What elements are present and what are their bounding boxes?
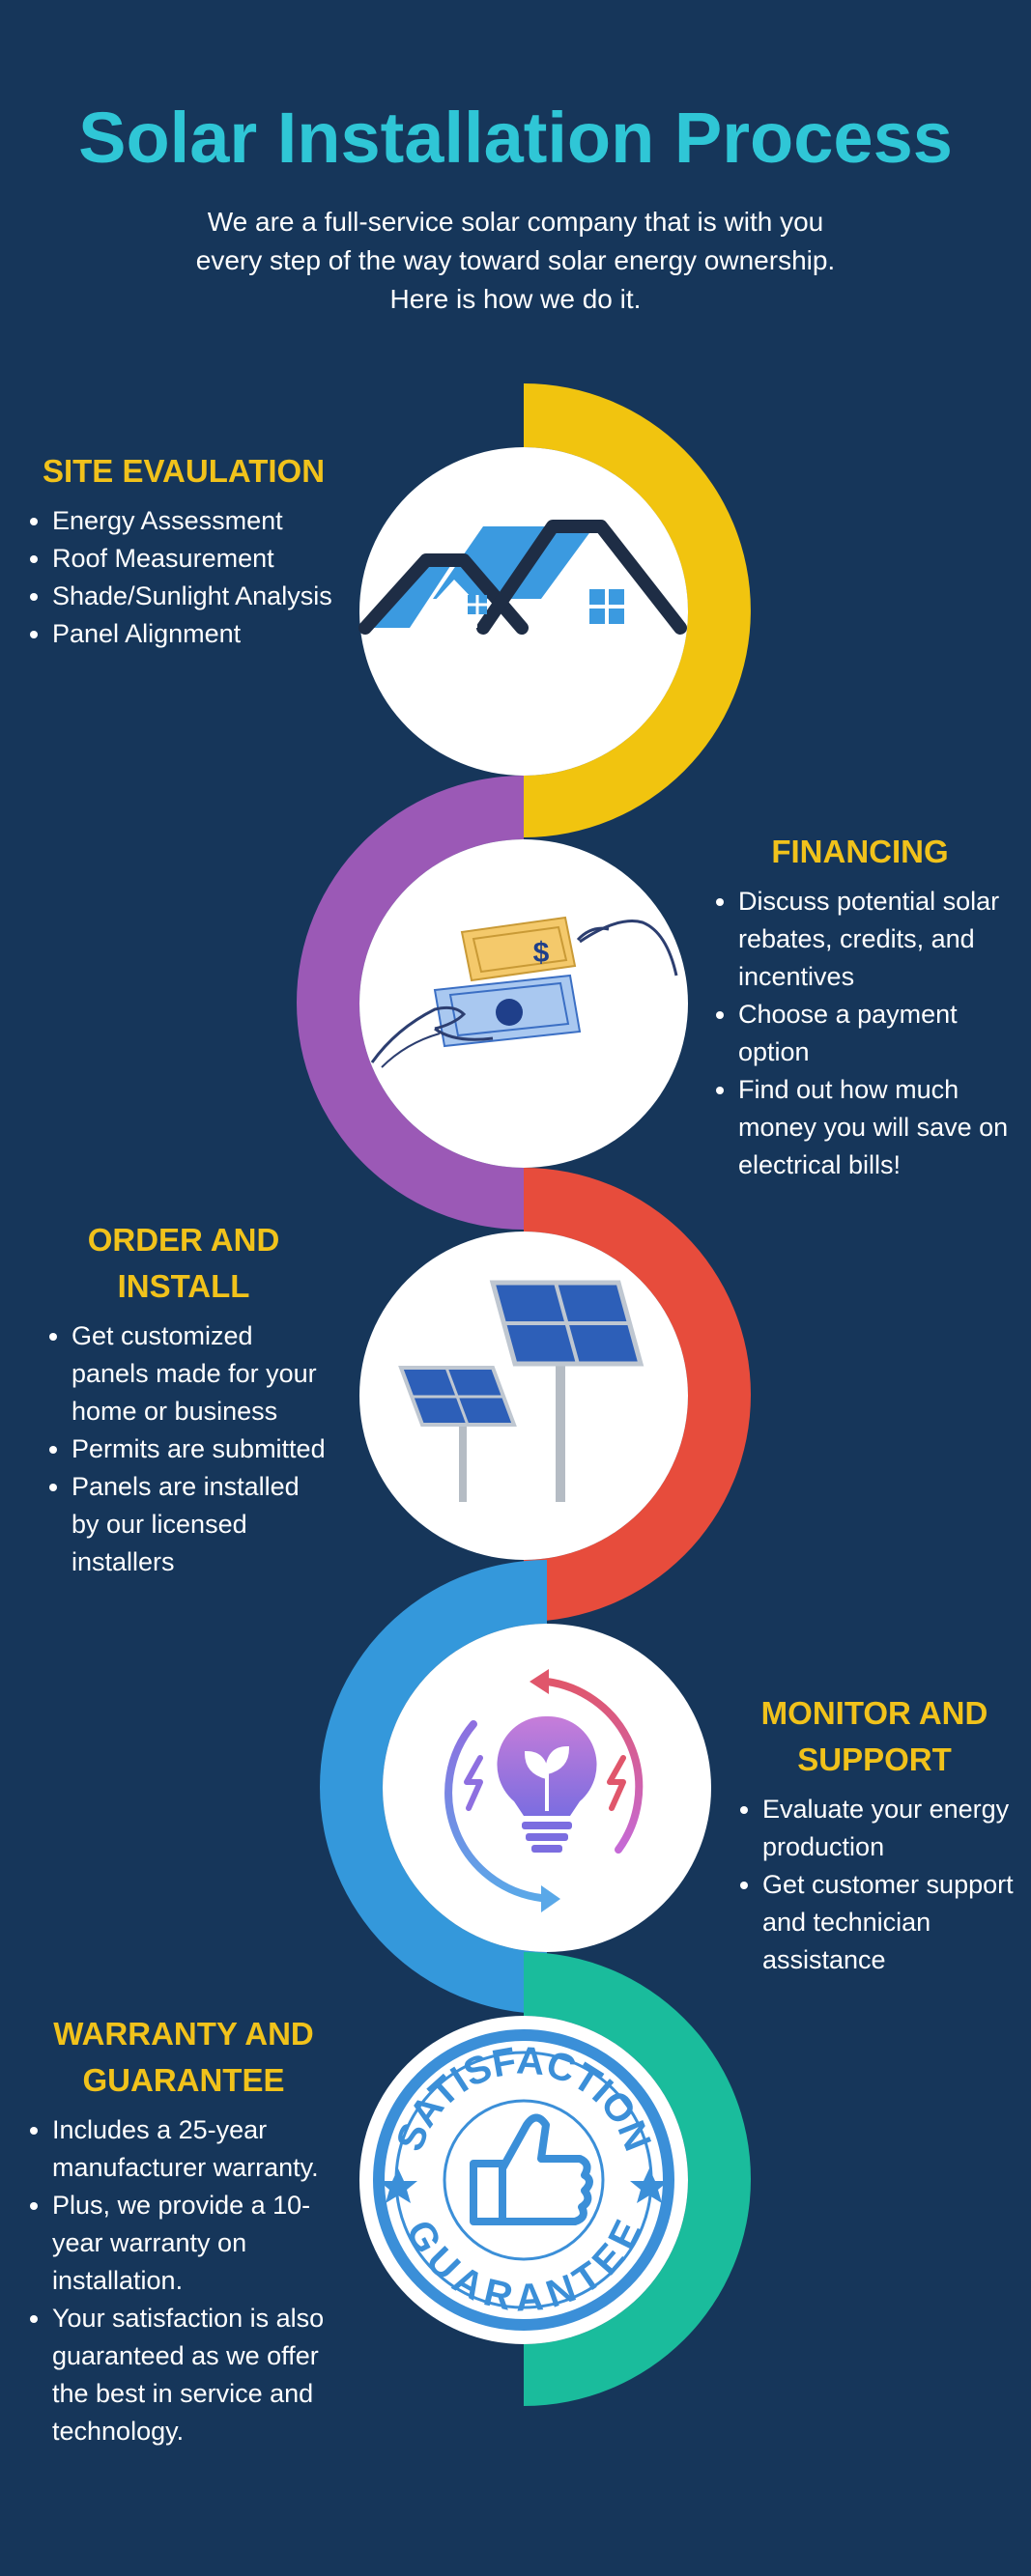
step-list: Energy Assessment Roof Measurement Shade… — [19, 502, 348, 653]
step-site-evaluation: SITE EVAULATION Energy Assessment Roof M… — [19, 448, 348, 653]
intro-line: every step of the way toward solar energ… — [195, 245, 836, 275]
step-order-and-install: ORDER AND INSTALL Get customized panels … — [39, 1217, 329, 1581]
heading-line: GUARANTEE — [82, 2062, 285, 2098]
step-heading: MONITOR AND SUPPORT — [730, 1690, 1019, 1783]
list-item: Shade/Sunlight Analysis — [52, 578, 348, 615]
list-item: Evaluate your energy production — [762, 1791, 1019, 1866]
heading-line: INSTALL — [117, 1268, 250, 1304]
arc-purple — [297, 776, 524, 1230]
list-item: Get customer support and technician assi… — [762, 1866, 1019, 1979]
list-item: Discuss potential solar rebates, credits… — [738, 883, 1015, 996]
list-item: Panel Alignment — [52, 615, 348, 653]
intro-line: We are a full-service solar company that… — [207, 207, 824, 237]
step-heading: WARRANTY AND GUARANTEE — [19, 2011, 348, 2104]
step-monitor-and-support: MONITOR AND SUPPORT Evaluate your energy… — [730, 1690, 1019, 1979]
list-item: Choose a payment option — [738, 996, 1015, 1071]
intro-text: We are a full-service solar company that… — [155, 203, 876, 319]
list-item: Find out how much money you will save on… — [738, 1071, 1015, 1184]
heading-line: ORDER AND — [87, 1222, 280, 1258]
intro-line: Here is how we do it. — [389, 284, 642, 314]
heading-line: WARRANTY AND — [53, 2016, 314, 2052]
list-item: Plus, we provide a 10-year warranty on i… — [52, 2187, 348, 2300]
list-item: Includes a 25-year manufacturer warranty… — [52, 2111, 348, 2187]
page-title: Solar Installation Process — [78, 98, 953, 178]
list-item: Your satisfaction is also guaranteed as … — [52, 2300, 348, 2450]
list-item: Permits are submitted — [72, 1430, 329, 1468]
solar-panels-icon — [398, 1280, 644, 1502]
arc-blue — [320, 1560, 547, 2014]
eco-bulb-icon — [444, 1669, 644, 1912]
heading-line: SITE EVAULATION — [42, 453, 326, 489]
step-heading: FINANCING — [705, 829, 1015, 875]
money-exchange-icon: $ — [370, 916, 678, 1068]
arc-red — [524, 1168, 751, 1622]
step-list: Includes a 25-year manufacturer warranty… — [19, 2111, 348, 2450]
house-roof-icon — [358, 520, 687, 635]
step-warranty-and-guarantee: WARRANTY AND GUARANTEE Includes a 25-yea… — [19, 2011, 348, 2450]
step-heading: SITE EVAULATION — [19, 448, 348, 495]
step-list: Discuss potential solar rebates, credits… — [705, 883, 1015, 1184]
list-item: Roof Measurement — [52, 540, 348, 578]
step-financing: FINANCING Discuss potential solar rebate… — [705, 829, 1015, 1184]
step-list: Get customized panels made for your home… — [39, 1317, 329, 1581]
svg-text:$: $ — [533, 937, 550, 969]
arc-yellow — [524, 383, 751, 837]
list-item: Get customized panels made for your home… — [72, 1317, 329, 1430]
heading-line: FINANCING — [771, 834, 949, 869]
heading-line: SUPPORT — [797, 1741, 952, 1777]
arc-green — [524, 1952, 751, 2406]
step-list: Evaluate your energy production Get cust… — [730, 1791, 1019, 1979]
heading-line: MONITOR AND — [760, 1695, 988, 1731]
list-item: Energy Assessment — [52, 502, 348, 540]
list-item: Panels are installed by our licensed ins… — [72, 1468, 329, 1581]
step-heading: ORDER AND INSTALL — [39, 1217, 329, 1310]
